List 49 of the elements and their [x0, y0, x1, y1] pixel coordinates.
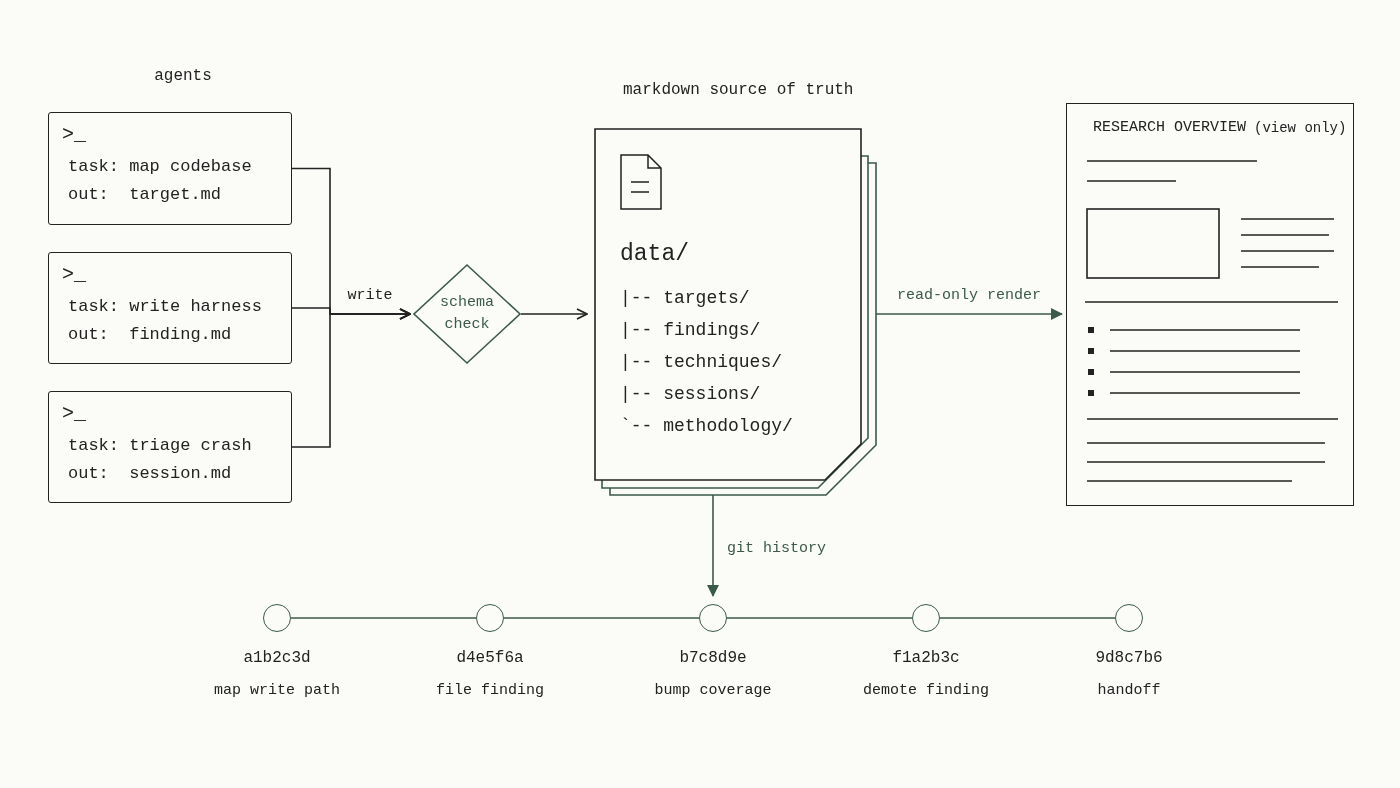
commit-hash: a1b2c3d — [243, 649, 311, 669]
agent-text: task: write harness — [68, 297, 262, 318]
commit-message: file finding — [436, 682, 544, 700]
arrow — [707, 494, 719, 597]
commit-message: demote finding — [863, 682, 989, 700]
connector-line — [290, 617, 477, 619]
edge-label: read-only render — [897, 287, 1041, 305]
edge-label: git history — [727, 539, 827, 558]
commit-hash: f1a2b3c — [892, 649, 960, 669]
tree-item: |-- techniques/ — [620, 352, 783, 374]
agent-card — [48, 391, 292, 503]
folder-name: data/ — [620, 241, 689, 269]
commit-circle — [1115, 604, 1143, 632]
agent-text: out: session.md — [68, 464, 232, 485]
tree-item: |-- sessions/ — [620, 384, 761, 406]
document-heading: markdown source of truth — [623, 81, 854, 101]
tree-item: |-- targets/ — [620, 288, 750, 310]
agent-card — [48, 112, 292, 225]
tree-item: `-- methodology/ — [620, 416, 793, 438]
agent-text: out: finding.md — [68, 325, 232, 346]
tree-item: |-- findings/ — [620, 320, 761, 342]
connector-line — [503, 617, 700, 619]
commit-circle — [263, 604, 291, 632]
prompt-symbol: >_ — [62, 123, 86, 147]
commit-hash: 9d8c7b6 — [1095, 649, 1163, 669]
agent-card — [48, 252, 292, 364]
arrow — [291, 308, 411, 448]
decision-diamond — [413, 264, 521, 364]
page-note: (view only) — [1254, 120, 1347, 137]
commit-hash: b7c8d9e — [679, 649, 747, 669]
prompt-symbol: >_ — [62, 263, 86, 287]
page-title: RESEARCH OVERVIEW — [1093, 119, 1247, 137]
connector-line — [939, 617, 1116, 619]
commit-hash: d4e5f6a — [456, 649, 524, 669]
prompt-symbol: >_ — [62, 402, 86, 426]
diamond-label: schema check — [439, 293, 495, 335]
group-heading: agents — [154, 67, 212, 87]
commit-circle — [699, 604, 727, 632]
commit-message: map write path — [214, 682, 340, 700]
commit-circle — [476, 604, 504, 632]
commit-circle — [912, 604, 940, 632]
agent-text: task: map codebase — [68, 157, 252, 178]
agent-text: task: triage crash — [68, 436, 252, 457]
commit-message: bump coverage — [654, 682, 772, 700]
connector-line — [726, 617, 913, 619]
commit-message: handoff — [1097, 682, 1161, 700]
agent-text: out: target.md — [68, 185, 222, 206]
page-preview — [1066, 103, 1354, 506]
arrow — [520, 308, 588, 320]
